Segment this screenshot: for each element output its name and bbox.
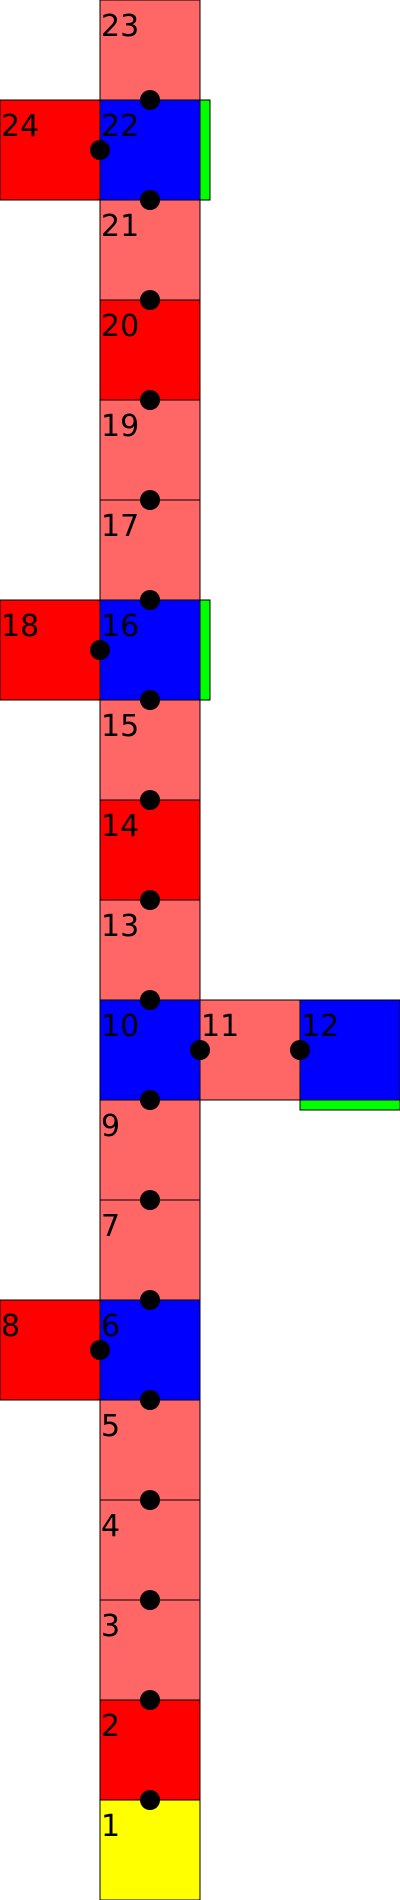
- cell-2: [99, 1699, 201, 1801]
- joint-22-23: [140, 90, 160, 110]
- joint-9-10: [140, 1090, 160, 1110]
- cell-11: [199, 999, 301, 1101]
- cell-label-1: 1: [101, 1809, 120, 1844]
- cell-label-12: 12: [301, 1009, 339, 1044]
- cell-23: [99, 0, 201, 101]
- joint-7-9: [140, 1190, 160, 1210]
- cell-4: [99, 1499, 201, 1601]
- cell-label-2: 2: [101, 1709, 120, 1744]
- cell-label-5: 5: [101, 1409, 120, 1444]
- joints-layer: [90, 90, 310, 1810]
- joint-2-3: [140, 1690, 160, 1710]
- cell-label-19: 19: [101, 409, 139, 444]
- cell-label-9: 9: [101, 1109, 120, 1144]
- joint-19-20: [140, 390, 160, 410]
- cell-12: [299, 999, 400, 1101]
- cell-18: [0, 599, 101, 701]
- joint-20-21: [140, 290, 160, 310]
- cell-label-22: 22: [101, 109, 139, 144]
- joint-3-4: [140, 1590, 160, 1610]
- joint-17-19: [140, 490, 160, 510]
- cell-label-11: 11: [201, 1009, 239, 1044]
- cell-label-14: 14: [101, 809, 139, 844]
- joint-1-2: [140, 1790, 160, 1810]
- joint-5-6: [140, 1390, 160, 1410]
- cell-label-20: 20: [101, 309, 139, 344]
- joint-21-22: [140, 190, 160, 210]
- cell-label-17: 17: [101, 509, 139, 544]
- joint-11-12: [290, 1040, 310, 1060]
- joint-13-14: [140, 890, 160, 910]
- cell-label-21: 21: [101, 209, 139, 244]
- cell-21: [99, 199, 201, 301]
- cell-14: [99, 799, 201, 901]
- joint-14-15: [140, 790, 160, 810]
- cell-1: [99, 1799, 201, 1900]
- cell-label-23: 23: [101, 9, 139, 44]
- joint-16-17: [140, 590, 160, 610]
- cell-17: [99, 499, 201, 601]
- cell-label-24: 24: [1, 109, 39, 144]
- joint-16-18: [90, 640, 110, 660]
- cell-8: [0, 1299, 101, 1401]
- green-bars-layer: [199, 99, 400, 1111]
- cell-13: [99, 899, 201, 1001]
- cell-label-8: 8: [1, 1309, 20, 1344]
- joint-15-16: [140, 690, 160, 710]
- cell-label-7: 7: [101, 1209, 120, 1244]
- green-bar-22: [199, 99, 211, 201]
- cell-5: [99, 1399, 201, 1501]
- cell-label-18: 18: [1, 609, 39, 644]
- cell-label-10: 10: [101, 1009, 139, 1044]
- green-bar-16: [199, 599, 211, 701]
- cell-19: [99, 399, 201, 501]
- cell-22: [99, 99, 201, 201]
- cell-label-3: 3: [101, 1609, 120, 1644]
- cell-label-15: 15: [101, 709, 139, 744]
- joint-22-24: [90, 140, 110, 160]
- cell-label-4: 4: [101, 1509, 120, 1544]
- joint-6-7: [140, 1290, 160, 1310]
- cell-10: [99, 999, 201, 1101]
- cell-7: [99, 1199, 201, 1301]
- joint-10-13: [140, 990, 160, 1010]
- cell-15: [99, 699, 201, 801]
- cell-label-6: 6: [101, 1309, 120, 1344]
- cell-label-13: 13: [101, 909, 139, 944]
- joint-4-5: [140, 1490, 160, 1510]
- cell-24: [0, 99, 101, 201]
- joint-10-11: [190, 1040, 210, 1060]
- cell-20: [99, 299, 201, 401]
- joint-6-8: [90, 1340, 110, 1360]
- green-bar-12: [299, 1099, 400, 1111]
- cell-label-16: 16: [101, 609, 139, 644]
